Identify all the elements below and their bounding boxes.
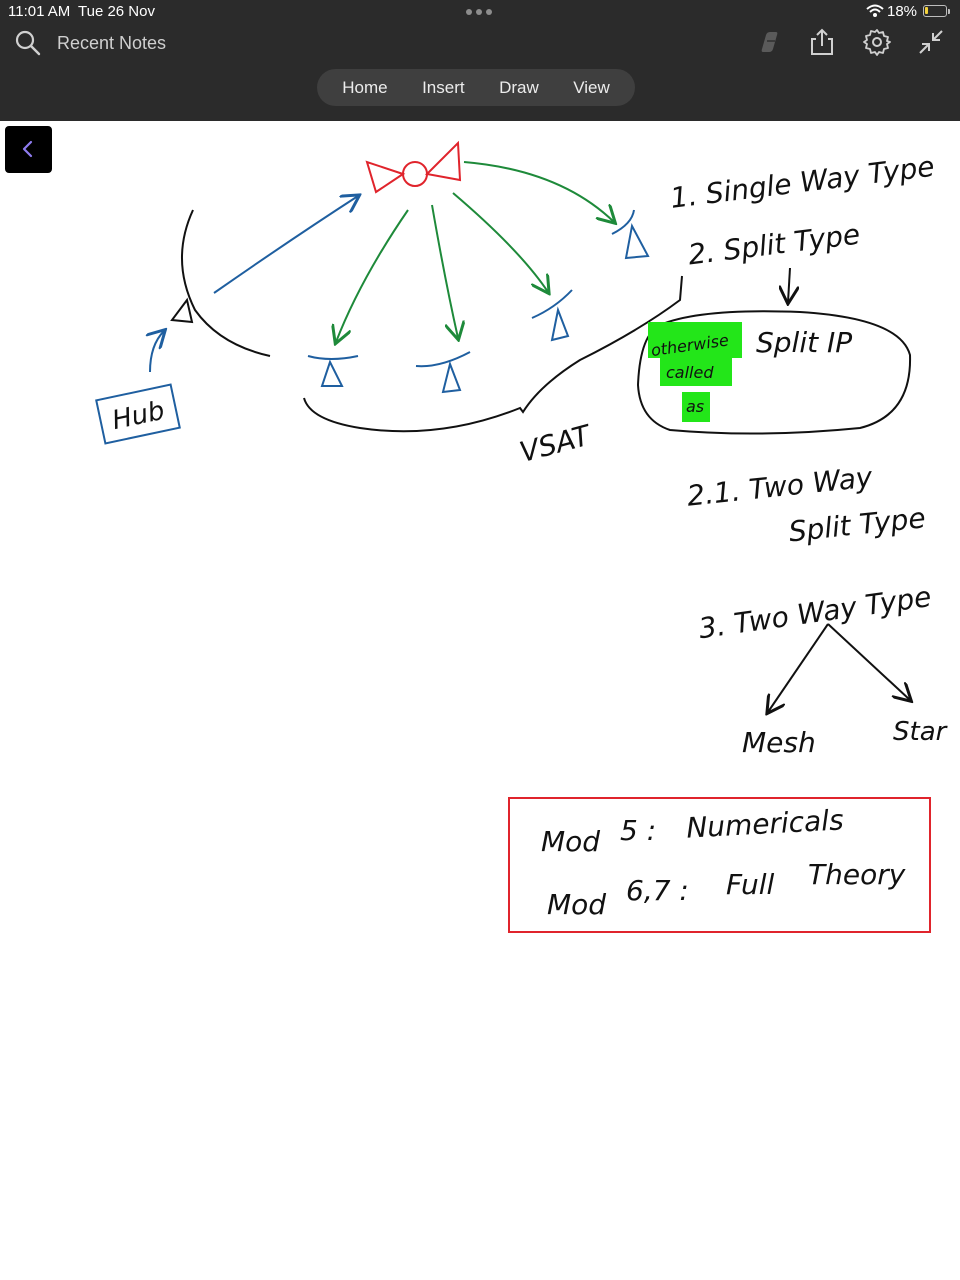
multitasking-dots-icon[interactable]	[466, 9, 492, 15]
list-item-2: 2. Split Type	[686, 218, 862, 272]
box-line2-number: 6,7 :	[626, 874, 689, 907]
mesh-label: Mesh	[742, 726, 816, 759]
vsat-region-drawing	[303, 275, 683, 433]
battery-icon	[923, 5, 947, 17]
hub-label: Hub	[110, 396, 168, 436]
status-date: Tue 26 Nov	[78, 3, 155, 20]
uplink-arrow	[213, 196, 358, 294]
list-item-1: 1. Single Way Type	[668, 150, 936, 215]
share-icon[interactable]	[807, 27, 837, 57]
vsat-terminals	[307, 209, 650, 394]
mesh-arrow	[768, 623, 829, 712]
box-line1-topic: Numericals	[685, 803, 844, 844]
battery-level	[925, 7, 928, 14]
settings-icon[interactable]	[862, 27, 892, 57]
chevron-left-icon	[22, 140, 33, 158]
earth-curve-drawing	[181, 209, 271, 357]
note-canvas[interactable]: Hub VSAT 1. Single Way Type 2. Split Typ…	[0, 121, 960, 1280]
highlight-text-called: called	[666, 363, 714, 382]
satellite-drawing	[365, 140, 462, 194]
split-ip-label: Split IP	[756, 326, 852, 359]
box-line2-theory: Theory	[808, 858, 906, 891]
tab-home[interactable]: Home	[342, 77, 388, 97]
box-line1-mod: Mod	[541, 825, 600, 858]
battery-percent: 18%	[887, 3, 918, 20]
hub-box: Hub	[95, 383, 181, 445]
split-ip-outline	[636, 310, 912, 435]
module-box	[508, 797, 931, 933]
status-time: 11:01 AM	[8, 3, 71, 20]
collapse-icon[interactable]	[916, 27, 946, 57]
tab-draw[interactable]: Draw	[499, 77, 539, 97]
copilot-icon[interactable]	[754, 27, 784, 57]
search-icon[interactable]	[14, 29, 42, 57]
down-arrow	[788, 267, 790, 302]
battery-cap	[948, 9, 950, 14]
tab-view[interactable]: View	[573, 77, 610, 97]
wifi-icon	[866, 4, 884, 17]
hub-to-dish-arrow	[150, 331, 164, 373]
highlight-otherwise-called-as: otherwise called as	[648, 322, 742, 422]
ribbon-tabs: Home Insert Draw View	[317, 69, 635, 106]
box-line2-mod: Mod	[547, 888, 606, 921]
tab-insert[interactable]: Insert	[422, 77, 465, 97]
back-button[interactable]	[5, 126, 52, 173]
star-label: Star	[893, 717, 949, 747]
star-arrow	[827, 623, 910, 700]
list-item-2-1-line1: 2.1. Two Way	[685, 460, 874, 512]
downlink-arrows	[336, 161, 614, 342]
box-line1-number: 5 :	[620, 814, 656, 847]
list-item-2-1-line2: Split Type	[787, 501, 927, 548]
highlight-text-as: as	[686, 397, 704, 416]
recent-notes-search[interactable]: Recent Notes	[57, 33, 167, 53]
box-line2-full: Full	[726, 868, 774, 901]
top-toolbar: 11:01 AM Tue 26 Nov 18% Recent Notes Hom…	[0, 0, 960, 121]
vsat-label: VSAT	[516, 418, 595, 469]
list-item-3: 3. Two Way Type	[697, 580, 934, 645]
hub-dish-drawing	[170, 297, 194, 324]
